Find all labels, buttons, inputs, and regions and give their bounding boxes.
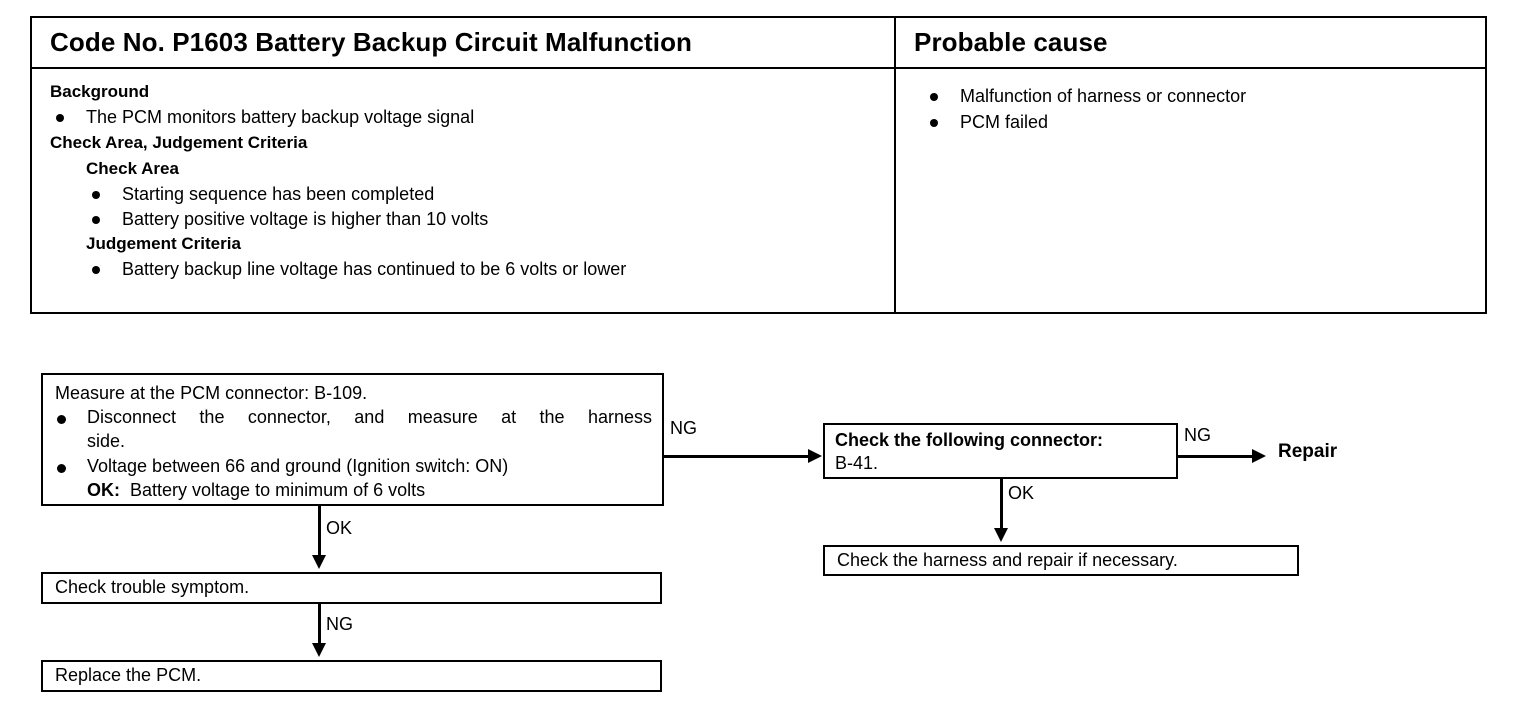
measure-steps-list: Disconnect the connector, and measure at… bbox=[53, 406, 652, 503]
measure-step1-line1: Disconnect the connector, and measure at… bbox=[87, 407, 652, 428]
list-item: Disconnect the connector, and measure at… bbox=[53, 406, 652, 454]
arrow-right-icon bbox=[1252, 449, 1266, 463]
dtc-summary-table: Code No. P1603 Battery Backup Circuit Ma… bbox=[30, 16, 1487, 314]
ok-value: Battery voltage to minimum of 6 volts bbox=[130, 480, 426, 501]
edge-label-ng-measure: NG bbox=[670, 418, 697, 438]
list-item: Malfunction of harness or connector bbox=[926, 83, 1485, 109]
flow-box-check-trouble-symptom: Check trouble symptom. bbox=[41, 572, 662, 604]
edge-label-ng-symptom: NG bbox=[326, 614, 353, 634]
flow-box-check-harness: Check the harness and repair if necessar… bbox=[823, 545, 1299, 576]
background-list: The PCM monitors battery backup voltage … bbox=[52, 105, 894, 129]
arrow-down-icon bbox=[312, 555, 326, 569]
judgement-criteria-list: Battery backup line voltage has continue… bbox=[88, 257, 894, 281]
list-item: PCM failed bbox=[926, 109, 1485, 135]
flow-box-replace-pcm: Replace the PCM. bbox=[41, 660, 662, 692]
list-item: Battery positive voltage is higher than … bbox=[88, 207, 894, 231]
check-harness-text: Check the harness and repair if necessar… bbox=[837, 549, 1178, 570]
probable-cause-cell: Malfunction of harness or connector PCM … bbox=[896, 69, 1485, 312]
arrow-down-icon bbox=[994, 528, 1008, 542]
table-body-row: Background The PCM monitors battery back… bbox=[32, 69, 1485, 312]
table-header-code-cell: Code No. P1603 Battery Backup Circuit Ma… bbox=[32, 18, 896, 67]
flow-box-check-following-connector: Check the following connector: B-41. bbox=[823, 423, 1178, 479]
edge-label-ok-measure: OK bbox=[326, 518, 353, 538]
edge-label-ng-connector: NG bbox=[1184, 425, 1211, 445]
background-heading: Background bbox=[50, 82, 150, 101]
connector-check-line2: B-41. bbox=[835, 453, 879, 474]
measure-step2-line1: Voltage between 66 and ground (Ignition … bbox=[87, 456, 509, 477]
list-item: Battery backup line voltage has continue… bbox=[88, 257, 894, 281]
check-area-list: Starting sequence has been completed Bat… bbox=[88, 182, 894, 231]
measure-lead-text: Measure at the PCM connector: B-109. bbox=[55, 383, 368, 403]
dtc-code-title: Code No. P1603 Battery Backup Circuit Ma… bbox=[50, 27, 693, 57]
flow-terminal-repair: Repair bbox=[1278, 441, 1338, 462]
connector-line-symptom-to-replace bbox=[318, 604, 321, 646]
check-area-judgement-heading: Check Area, Judgement Criteria bbox=[50, 132, 308, 152]
ok-label: OK: bbox=[87, 480, 120, 501]
check-area-heading: Check Area bbox=[86, 158, 179, 178]
probable-cause-title: Probable cause bbox=[914, 27, 1108, 57]
judgement-criteria-heading: Judgement Criteria bbox=[86, 233, 241, 253]
connector-line-measure-to-connector bbox=[664, 455, 811, 458]
arrow-right-icon bbox=[808, 449, 822, 463]
diagnostic-details-cell: Background The PCM monitors battery back… bbox=[32, 69, 896, 312]
connector-line-connector-to-harness bbox=[1000, 479, 1003, 531]
connector-line-connector-to-repair bbox=[1178, 455, 1260, 458]
list-item: The PCM monitors battery backup voltage … bbox=[52, 105, 894, 129]
probable-cause-list: Malfunction of harness or connector PCM … bbox=[926, 83, 1485, 135]
replace-pcm-text: Replace the PCM. bbox=[55, 665, 202, 686]
arrow-down-icon bbox=[312, 643, 326, 657]
connector-check-line1: Check the following connector: bbox=[835, 430, 1104, 450]
connector-line-measure-to-symptom bbox=[318, 506, 321, 558]
check-symptom-text: Check trouble symptom. bbox=[55, 577, 250, 598]
table-header-cause-cell: Probable cause bbox=[896, 18, 1485, 67]
list-item: Voltage between 66 and ground (Ignition … bbox=[53, 455, 652, 503]
list-item: Starting sequence has been completed bbox=[88, 182, 894, 206]
measure-step1-line2: side. bbox=[87, 431, 126, 452]
flow-box-measure-pcm-connector: Measure at the PCM connector: B-109. Dis… bbox=[41, 373, 664, 506]
table-header-row: Code No. P1603 Battery Backup Circuit Ma… bbox=[32, 18, 1485, 69]
measure-step2-ok: OK: Battery voltage to minimum of 6 volts bbox=[87, 479, 652, 503]
edge-label-ok-connector: OK bbox=[1008, 483, 1035, 503]
